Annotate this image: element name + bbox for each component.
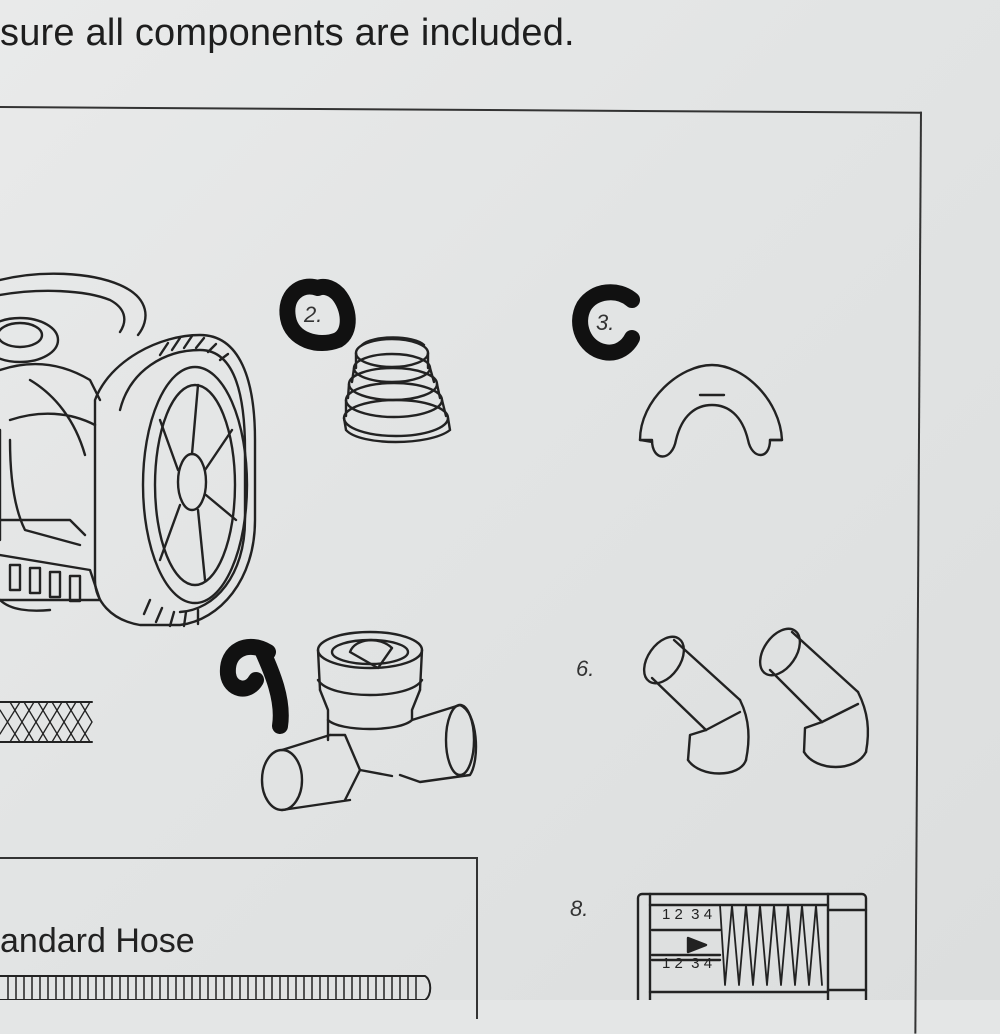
- part-number-2: 2.: [304, 302, 323, 327]
- marker-annotations: [219, 278, 640, 734]
- part-number-3: 3.: [596, 310, 615, 335]
- instruction-heading: sure all components are included.: [0, 12, 575, 54]
- marker-circle-5: [219, 639, 289, 734]
- hose-section-frame: [0, 857, 478, 1019]
- hose-mesh-icon: [0, 701, 93, 743]
- hose-label: andard Hose: [0, 922, 195, 960]
- regulator-icon: [636, 892, 868, 1000]
- manual-page: [0, 0, 1000, 1000]
- marker-circle-2: [279, 278, 356, 351]
- elbow-icon: [642, 627, 870, 775]
- cone-adapter-icon: [342, 336, 452, 444]
- tee-valve-icon: [260, 630, 478, 812]
- robot-cleaner-icon: [0, 272, 257, 628]
- clip-icon: [638, 363, 784, 458]
- regulator-scale-top: 1 2 3 4: [662, 906, 713, 923]
- part-number-8: 8.: [570, 896, 589, 921]
- part-number-6: 6.: [576, 656, 595, 681]
- marker-circle-3: [572, 284, 640, 361]
- regulator-scale-bottom: 1 2 3 4: [662, 955, 713, 972]
- parts-illustration: [0, 272, 870, 1000]
